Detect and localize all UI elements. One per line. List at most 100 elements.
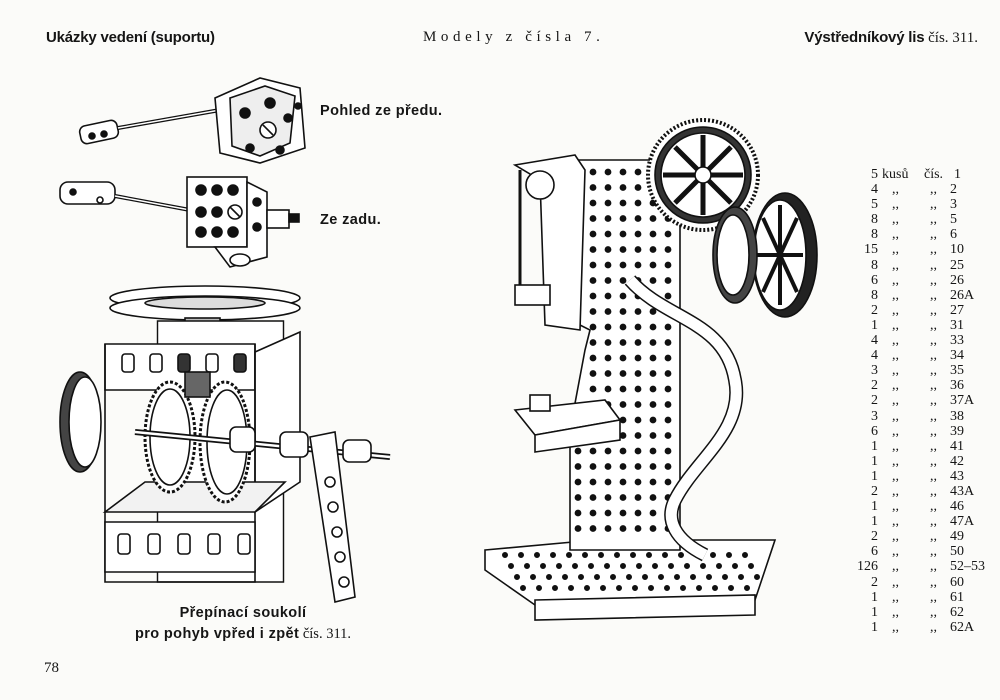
perforation-hole	[529, 573, 536, 580]
perforation-hole	[634, 246, 642, 253]
ditto-mark: ,,	[930, 604, 937, 620]
perforation-hole	[589, 230, 597, 238]
part-quantity: 3	[871, 363, 878, 379]
parts-list-row: 8,,,,6	[855, 227, 985, 242]
shaft-collar	[59, 181, 116, 205]
perforation-hole	[604, 261, 612, 269]
perforation-hole	[604, 447, 612, 455]
perforation-hole	[589, 339, 597, 346]
perforation-hole	[619, 184, 627, 191]
perforation-hole	[619, 339, 627, 346]
part-number: 31	[950, 317, 964, 333]
perforation-hole	[620, 562, 627, 569]
ditto-mark: ,,	[892, 378, 899, 394]
ditto-mark: ,,	[892, 423, 899, 439]
part-quantity: 4	[871, 348, 878, 364]
perforation-hole	[604, 323, 612, 331]
parts-list-row: 1,,,,46	[855, 499, 985, 514]
part-number: 27	[950, 302, 964, 318]
perforation-hole	[589, 292, 597, 300]
perforation-hole	[523, 562, 530, 569]
parts-list-row: 1,,,,31	[855, 318, 985, 333]
perforation-hole	[634, 401, 642, 408]
perforation-hole	[634, 308, 642, 315]
perforation-hole	[578, 573, 585, 580]
part-quantity: 5	[871, 167, 878, 182]
perforation-hole	[604, 230, 612, 238]
ditto-mark: ,,	[930, 182, 937, 198]
ditto-mark: ,,	[892, 438, 899, 454]
ditto-mark: ,,	[892, 363, 899, 379]
perforation-hole	[604, 339, 612, 346]
caption-gearbox-line1: Přepínací soukolí	[179, 605, 307, 621]
ditto-mark: ,,	[930, 317, 937, 333]
perforation-hole	[604, 184, 612, 191]
part-quantity: 4	[871, 182, 878, 198]
ditto-mark: ,,	[892, 619, 899, 635]
part-quantity: 2	[871, 483, 878, 499]
perforation-hole	[634, 323, 642, 331]
perforation-hole	[649, 494, 657, 501]
perforation-hole	[574, 463, 582, 470]
perforation-hole	[634, 478, 642, 486]
ditto-mark: ,,	[930, 453, 937, 469]
perforation-hole	[632, 584, 639, 591]
part-quantity: 1	[871, 499, 878, 515]
parts-list-row: 2,,,,43A	[855, 484, 985, 499]
perforation-hole	[634, 463, 642, 470]
parts-list-row: 1,,,,62A	[855, 620, 985, 635]
perforation-hole	[684, 562, 691, 569]
ditto-mark: ,,	[892, 544, 899, 560]
frame-bottom	[102, 481, 287, 513]
ditto-mark: ,,	[930, 559, 937, 575]
parts-list-row: 2,,,,36	[855, 378, 985, 393]
perforation-hole	[507, 562, 514, 569]
perforation-hole	[589, 463, 597, 470]
perforation-hole	[634, 261, 642, 269]
parts-list-row: 6,,,,39	[855, 424, 985, 439]
perforation-hole	[619, 246, 627, 253]
part-number: 62A	[950, 619, 975, 635]
ditto-mark: ,,	[930, 333, 937, 349]
ditto-mark: ,,	[892, 574, 899, 590]
perforation-hole	[649, 354, 657, 362]
part-number: 6	[950, 227, 957, 243]
parts-list-row: 8,,,,5	[855, 212, 985, 227]
parts-list-row: 3,,,,35	[855, 363, 985, 378]
ditto-mark: ,,	[930, 619, 937, 635]
perforation-hole	[634, 416, 642, 424]
perforation-hole	[619, 292, 627, 300]
part-number: 43A	[950, 483, 975, 499]
perforation-hole	[649, 447, 657, 455]
part-number: 3	[950, 197, 957, 213]
part-quantity: 8	[871, 257, 878, 273]
part-quantity: 2	[871, 529, 878, 545]
perforation-hole	[574, 447, 582, 455]
perforation-hole	[649, 230, 657, 238]
perforation-hole	[610, 573, 617, 580]
ditto-mark: ,,	[930, 378, 937, 394]
part-quantity: 1	[871, 317, 878, 333]
ditto-mark: ,,	[892, 499, 899, 515]
ditto-mark: ,,	[892, 604, 899, 620]
unit-label: kusů	[882, 167, 909, 182]
ditto-mark: ,,	[930, 483, 937, 499]
ditto-mark: ,,	[892, 408, 899, 424]
perforation-hole	[619, 354, 627, 362]
ditto-mark: ,,	[892, 468, 899, 484]
perforation-hole	[634, 447, 642, 455]
perforation-hole	[664, 230, 672, 238]
perforation-hole	[664, 584, 671, 591]
perforation-hole	[728, 584, 735, 591]
header-left-title: Ukázky vedení (suportu)	[46, 29, 215, 46]
ditto-mark: ,,	[892, 182, 899, 198]
perforation-hole	[589, 184, 597, 191]
eccentric-press-illustration	[484, 118, 818, 621]
ditto-mark: ,,	[930, 499, 937, 515]
perforation-hole	[604, 168, 612, 176]
ditto-mark: ,,	[892, 453, 899, 469]
part-quantity: 1	[871, 514, 878, 530]
perforation-hole	[634, 494, 642, 501]
part-quantity: 5	[871, 197, 878, 213]
